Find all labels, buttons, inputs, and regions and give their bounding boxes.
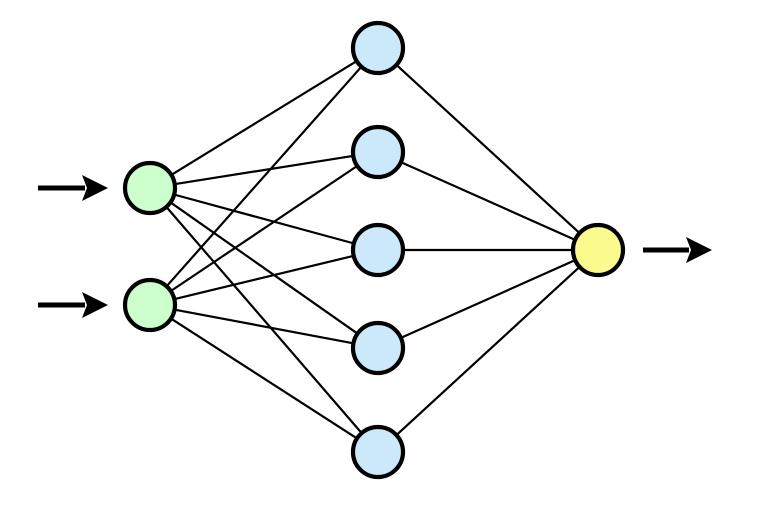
edge-h1-o1 (394, 63, 582, 235)
node-h4-hidden[interactable] (350, 320, 406, 376)
input-arrow-bottom (38, 292, 108, 318)
edge-h4-o1 (399, 258, 577, 340)
edges-group (164, 59, 582, 441)
output-arrow (643, 237, 712, 263)
node-h3-hidden[interactable] (350, 222, 406, 278)
edge-i2-h3 (172, 254, 356, 301)
edge-i2-h1 (164, 65, 364, 288)
node-h2-hidden[interactable] (350, 124, 406, 180)
node-i1-input[interactable] (122, 160, 178, 216)
node-o1-output[interactable] (570, 222, 626, 278)
input-arrow-bottom-head (82, 292, 108, 318)
edge-i2-h2 (169, 164, 359, 293)
edge-i1-h4 (168, 200, 360, 336)
input-arrow-top (38, 175, 108, 201)
edge-i1-h1 (169, 59, 359, 177)
edge-h5-o1 (394, 265, 582, 437)
edge-h2-o1 (399, 160, 577, 242)
nodes-group (122, 20, 626, 480)
output-arrow-head (686, 237, 712, 263)
io-arrows-group (38, 175, 712, 318)
input-arrow-top-head (82, 175, 108, 201)
node-i2-input[interactable] (122, 277, 178, 333)
node-h5-hidden[interactable] (350, 424, 406, 480)
edge-i1-h5 (164, 205, 364, 435)
node-h1-hidden[interactable] (350, 20, 406, 76)
edge-i2-h4 (173, 308, 355, 345)
edge-i1-h2 (173, 154, 355, 186)
edge-i2-h5 (169, 316, 359, 441)
edge-i1-h3 (172, 193, 356, 245)
